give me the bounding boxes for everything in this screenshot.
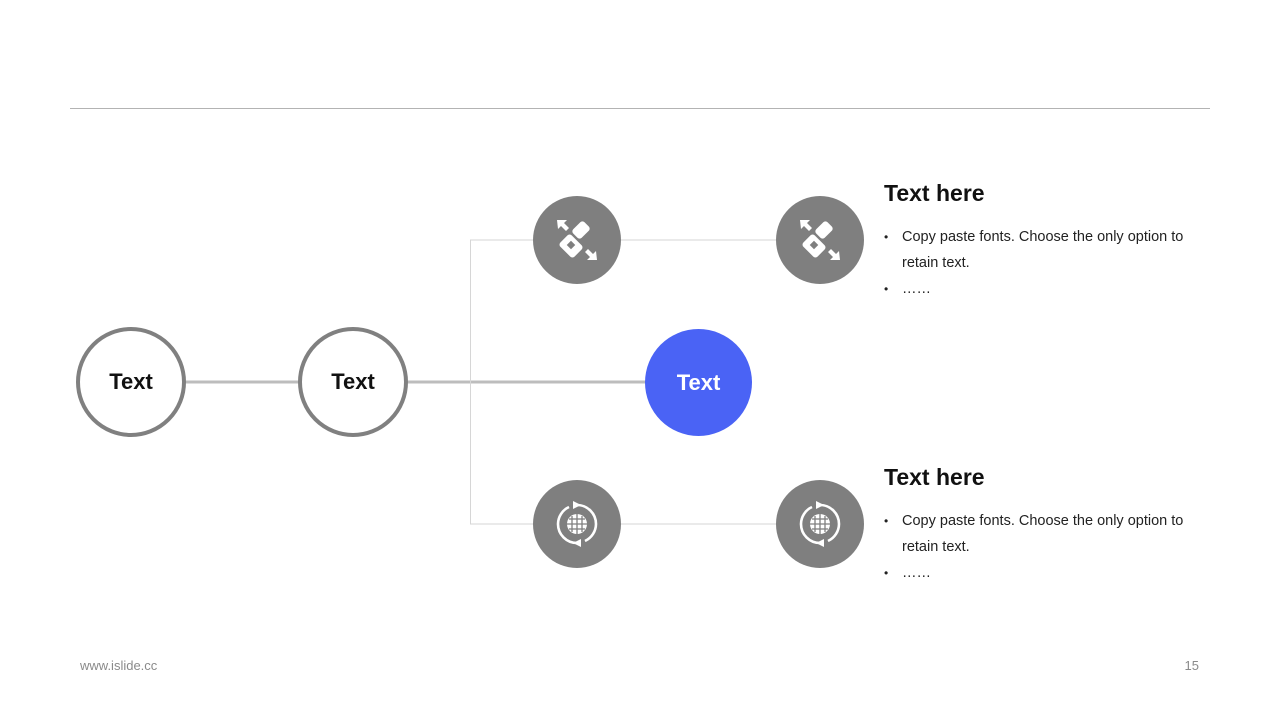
global-cycle-icon bbox=[556, 501, 598, 547]
global-cycle-icon bbox=[799, 501, 841, 547]
icon-node-top-right bbox=[776, 196, 864, 284]
block-title: Text here bbox=[884, 464, 985, 490]
node-2-label: Text bbox=[331, 369, 375, 394]
bullet-item: Copy paste fonts. Choose the only option… bbox=[884, 224, 1204, 276]
node-2: Text bbox=[298, 327, 408, 437]
text-block-top: Text here Copy paste fonts. Choose the o… bbox=[884, 178, 1204, 302]
node-1-label: Text bbox=[109, 369, 153, 394]
seatbelt-buckle-icon bbox=[557, 220, 597, 260]
header-divider bbox=[70, 108, 1210, 109]
center-node: Text bbox=[645, 329, 752, 436]
text-block-bottom: Text here Copy paste fonts. Choose the o… bbox=[884, 462, 1204, 586]
page-number: 15 bbox=[1184, 658, 1199, 673]
bullet-list: Copy paste fonts. Choose the only option… bbox=[884, 508, 1204, 586]
bullet-list: Copy paste fonts. Choose the only option… bbox=[884, 224, 1204, 302]
footer-url: www.islide.cc bbox=[80, 658, 158, 673]
bullet-item: …… bbox=[884, 560, 1204, 586]
bullet-item: …… bbox=[884, 276, 1204, 302]
node-1: Text bbox=[76, 327, 186, 437]
icon-node-bottom-left bbox=[533, 480, 621, 568]
connector-branch bbox=[470, 239, 533, 525]
icon-node-top-left bbox=[533, 196, 621, 284]
bullet-item: Copy paste fonts. Choose the only option… bbox=[884, 508, 1204, 560]
block-title: Text here bbox=[884, 180, 985, 206]
icon-node-bottom-right bbox=[776, 480, 864, 568]
center-node-label: Text bbox=[676, 369, 721, 395]
seatbelt-buckle-icon bbox=[800, 220, 840, 260]
